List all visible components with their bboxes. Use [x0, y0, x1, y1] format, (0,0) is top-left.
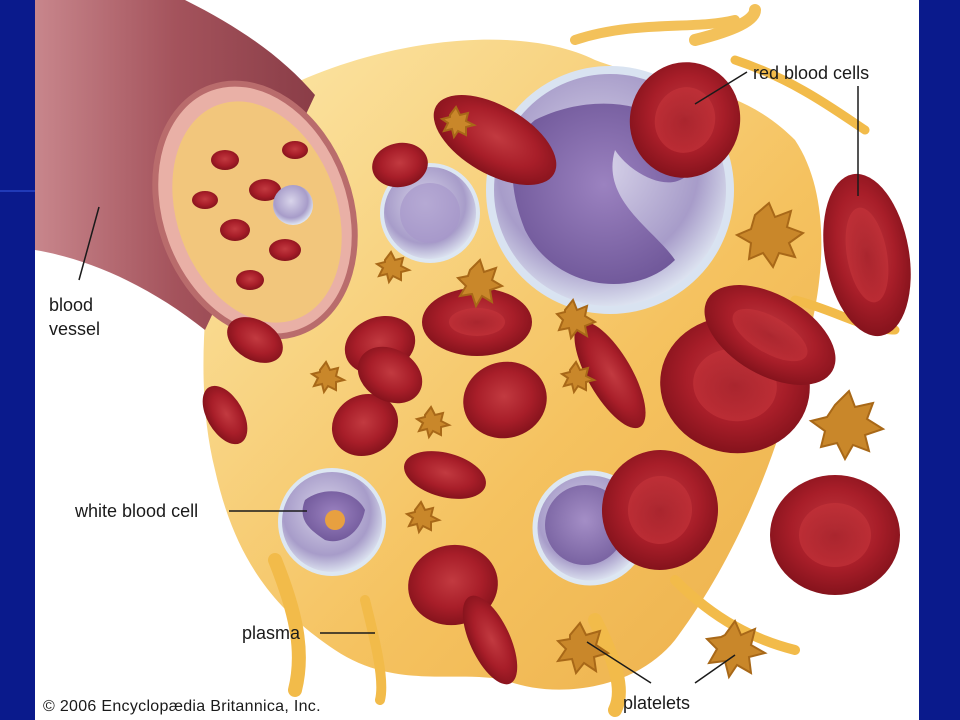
leader-lines	[78, 71, 859, 684]
red-blood-cells	[202, 62, 911, 685]
label-plasma: plasma	[242, 623, 301, 643]
label-platelets: platelets	[623, 693, 691, 713]
frame-right-border	[918, 0, 960, 720]
white-blood-cell-small	[278, 468, 386, 576]
white-blood-cell-medium	[380, 163, 480, 263]
label-vessel: vessel	[49, 319, 101, 339]
label-blood: blood	[49, 295, 94, 315]
blood-vessel	[35, 0, 358, 340]
blood-composition-illustration	[35, 0, 911, 717]
label-red-blood-cells: red blood cells	[753, 63, 870, 83]
diagram-slide: red blood cells blood vessel white blood…	[35, 0, 919, 720]
platelets-group	[309, 105, 886, 680]
copyright-notice: © 2006 Encyclopædia Britannica, Inc.	[43, 698, 321, 715]
label-white-blood-cell: white blood cell	[75, 501, 199, 521]
